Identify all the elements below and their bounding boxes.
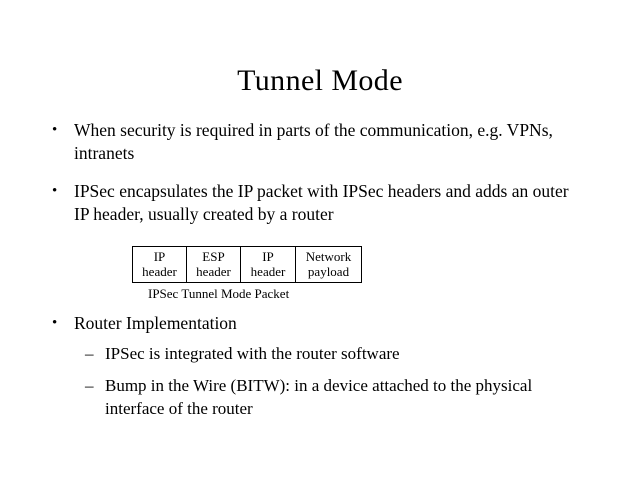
packet-cell-line-2: header: [250, 264, 286, 279]
packet-cell-line-1: ESP: [202, 249, 225, 264]
packet-cell-ip-header-outer: IP header: [132, 246, 187, 283]
packet-cell-line-2: header: [142, 264, 177, 279]
slide-title: Tunnel Mode: [237, 64, 403, 97]
bullet-text-1: When security is required in parts of th…: [74, 120, 553, 163]
packet-cell-line-1: IP: [262, 249, 274, 264]
packet-diagram-caption: IPSec Tunnel Mode Packet: [148, 286, 290, 301]
bullet-marker-icon: •: [52, 122, 58, 138]
dash-marker-icon: –: [85, 376, 94, 395]
packet-structure-table: IP header ESP header IP header Network p…: [132, 246, 362, 283]
packet-cell-network-payload: Network payload: [295, 246, 362, 283]
sub-bullet-item-2: – Bump in the Wire (BITW): in a device a…: [85, 374, 585, 420]
sub-bullet-text-2: Bump in the Wire (BITW): in a device att…: [105, 376, 533, 418]
packet-cell-line-1: IP: [153, 249, 166, 264]
bullet-text-3: Router Implementation: [74, 313, 237, 333]
packet-diagram: IP header ESP header IP header Network p…: [132, 246, 362, 283]
bullet-text-2: IPSec encapsulates the IP packet with IP…: [74, 181, 569, 224]
bullet-item-2: • IPSec encapsulates the IP packet with …: [52, 180, 582, 226]
bullet-marker-icon: •: [52, 183, 58, 199]
packet-cell-esp-header: ESP header: [186, 246, 241, 283]
sub-bullet-item-1: – IPSec is integrated with the router so…: [85, 342, 585, 365]
sub-bullet-text-1: IPSec is integrated with the router soft…: [105, 344, 400, 363]
bullet-marker-icon: •: [52, 315, 58, 331]
packet-cell-line-2: header: [196, 264, 231, 279]
bullet-item-1: • When security is required in parts of …: [52, 119, 582, 165]
packet-cell-line-1: Network: [305, 249, 352, 264]
packet-cell-line-2: payload: [307, 264, 350, 279]
table-row: IP header ESP header IP header Network p…: [132, 246, 362, 283]
packet-cell-ip-header-inner: IP header: [240, 246, 296, 283]
bullet-item-3: • Router Implementation: [52, 312, 582, 335]
dash-marker-icon: –: [85, 344, 94, 363]
